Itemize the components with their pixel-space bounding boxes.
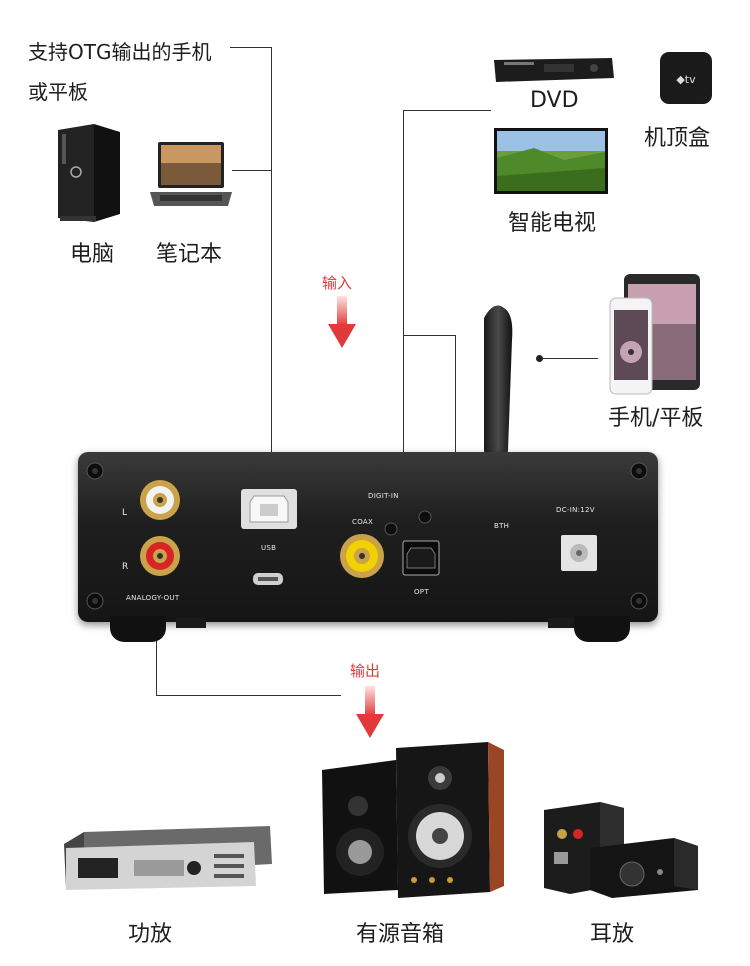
dc-power-jack-icon[interactable] xyxy=(560,534,598,572)
laptop-connector-line xyxy=(232,170,272,171)
dac-back-panel: L R ANALOGY-OUT USB DIGIT-IN COAX OPT BT… xyxy=(78,452,658,622)
coax-jack-icon[interactable] xyxy=(338,532,386,580)
laptop-label: 笔记本 xyxy=(156,242,223,267)
rca-left-jack-icon[interactable] xyxy=(138,478,182,522)
phone-tablet-icon xyxy=(609,274,700,395)
output-label: 输出 xyxy=(350,662,381,680)
screw-icon xyxy=(630,462,648,480)
dac-foot-left xyxy=(110,616,166,642)
digit-in-label: DIGIT-IN xyxy=(368,492,399,500)
screw-icon xyxy=(630,592,648,610)
smart-tv-icon xyxy=(494,128,608,194)
output-connector-line-v xyxy=(156,600,157,696)
input-label: 输入 xyxy=(322,274,353,292)
dc-in-label: DC-IN:12V xyxy=(556,506,595,514)
powered-speakers-icon xyxy=(322,742,504,898)
headphone-amplifier-icon xyxy=(544,802,698,898)
settop-box-icon: ◆tv xyxy=(660,52,712,104)
coax-label: COAX xyxy=(352,518,374,526)
screw-icon xyxy=(384,522,398,536)
left-channel-label: L xyxy=(122,508,128,518)
dvd-connector-line-h xyxy=(403,110,491,111)
output-connector-line-h xyxy=(156,695,341,696)
dac-foot-right xyxy=(574,616,630,642)
power-amplifier-icon xyxy=(64,826,272,890)
pc-label: 电脑 xyxy=(70,242,115,267)
otg-connector-line-v xyxy=(271,47,272,487)
phone-tablet-label: 手机/平板 xyxy=(608,406,704,431)
speakers-label: 有源音箱 xyxy=(356,922,445,947)
dvd-connector-line-v xyxy=(403,110,404,530)
otg-source-label-line2: 或平板 xyxy=(28,80,88,104)
screw-icon xyxy=(418,510,432,524)
dvd-label: DVD xyxy=(530,88,579,113)
laptop-icon xyxy=(150,142,232,206)
output-arrow-icon xyxy=(356,686,384,738)
dvd-player-icon xyxy=(494,58,614,82)
screw-icon xyxy=(86,592,104,610)
tv-connector-line-v xyxy=(455,335,456,547)
opt-label: OPT xyxy=(414,588,429,596)
usb-b-port-icon[interactable] xyxy=(240,488,298,530)
rca-right-jack-icon[interactable] xyxy=(138,534,182,578)
usb-label: USB xyxy=(261,544,277,552)
input-arrow-icon xyxy=(328,296,356,348)
tv-label: 智能电视 xyxy=(508,211,597,236)
dac-foot-mid-left xyxy=(176,618,206,628)
bluetooth-label: BTH xyxy=(494,522,510,530)
optical-port-icon[interactable] xyxy=(402,540,440,576)
right-channel-label: R xyxy=(122,562,129,572)
headphone-amp-label: 耳放 xyxy=(590,922,635,947)
settop-label: 机顶盒 xyxy=(644,126,711,151)
screw-icon xyxy=(86,462,104,480)
svg-text:◆tv: ◆tv xyxy=(676,73,696,86)
pc-tower-icon xyxy=(58,124,120,222)
tv-connector-line-h xyxy=(404,335,456,336)
otg-connector-line-h xyxy=(230,47,272,48)
phone-connector-line xyxy=(540,358,598,359)
amp-label: 功放 xyxy=(128,922,173,947)
phone-connector-dot xyxy=(536,355,543,362)
otg-source-label-line1: 支持OTG输出的手机 xyxy=(28,40,212,64)
analog-out-label: ANALOGY-OUT xyxy=(126,594,180,602)
micro-usb-port-icon[interactable] xyxy=(252,572,284,586)
dac-foot-mid-right xyxy=(548,618,578,628)
